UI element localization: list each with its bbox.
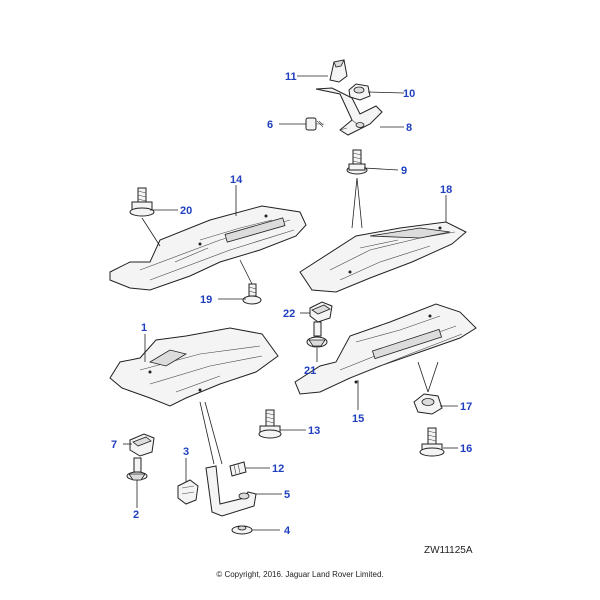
callout-15: 15 xyxy=(352,413,364,425)
callout-16: 16 xyxy=(460,443,472,455)
clip-nut-part-10 xyxy=(348,83,371,101)
undershield-part-14 xyxy=(109,205,307,291)
washer-part-4 xyxy=(231,525,253,535)
callout-9: 9 xyxy=(401,165,407,177)
clip-part-11 xyxy=(329,59,348,83)
callout-8: 8 xyxy=(406,122,412,134)
undershield-part-15 xyxy=(294,303,477,395)
callout-14: 14 xyxy=(230,174,243,186)
callout-2: 2 xyxy=(133,509,139,521)
undershield-part-18 xyxy=(299,221,467,293)
callout-17: 17 xyxy=(460,401,472,413)
clip-part-22 xyxy=(309,301,333,323)
callout-13: 13 xyxy=(308,425,320,437)
bolt-part-19 xyxy=(242,283,262,305)
bracket-part-8 xyxy=(315,87,383,136)
bolt-part-13 xyxy=(258,409,282,439)
reference-code: ZW11125A xyxy=(424,545,473,556)
callout-1: 1 xyxy=(141,322,147,334)
callout-3: 3 xyxy=(183,446,189,458)
callout-19: 19 xyxy=(200,294,212,306)
bolt-part-9 xyxy=(346,149,368,175)
callout-12: 12 xyxy=(272,463,284,475)
callout-10: 10 xyxy=(403,88,415,100)
callout-4: 4 xyxy=(284,525,291,537)
bolt-part-6 xyxy=(305,117,324,131)
screw-part-12 xyxy=(229,461,247,477)
callout-labels: 1 2 3 4 5 6 7 8 9 10 11 12 13 14 15 16 1… xyxy=(111,71,472,537)
undershield-part-1 xyxy=(109,327,279,407)
bracket-part-5 xyxy=(205,465,257,517)
callout-11: 11 xyxy=(285,71,297,83)
callout-22: 22 xyxy=(283,308,295,320)
copyright-notice: © Copyright, 2016. Jaguar Land Rover Lim… xyxy=(216,570,384,579)
callout-5: 5 xyxy=(284,489,290,501)
push-clip-part-2 xyxy=(126,457,148,481)
clip-nut-part-17 xyxy=(413,393,443,415)
callout-7: 7 xyxy=(111,439,117,451)
push-clip-part-21 xyxy=(306,321,328,348)
bolt-part-16 xyxy=(419,427,445,457)
bolt-part-20 xyxy=(129,187,155,217)
callout-21: 21 xyxy=(304,365,316,377)
leader-lines xyxy=(123,75,458,531)
clip-part-7 xyxy=(129,433,155,457)
callout-20: 20 xyxy=(180,205,192,217)
clip-part-3 xyxy=(177,479,199,505)
callout-6: 6 xyxy=(267,119,273,131)
callout-18: 18 xyxy=(440,184,452,196)
